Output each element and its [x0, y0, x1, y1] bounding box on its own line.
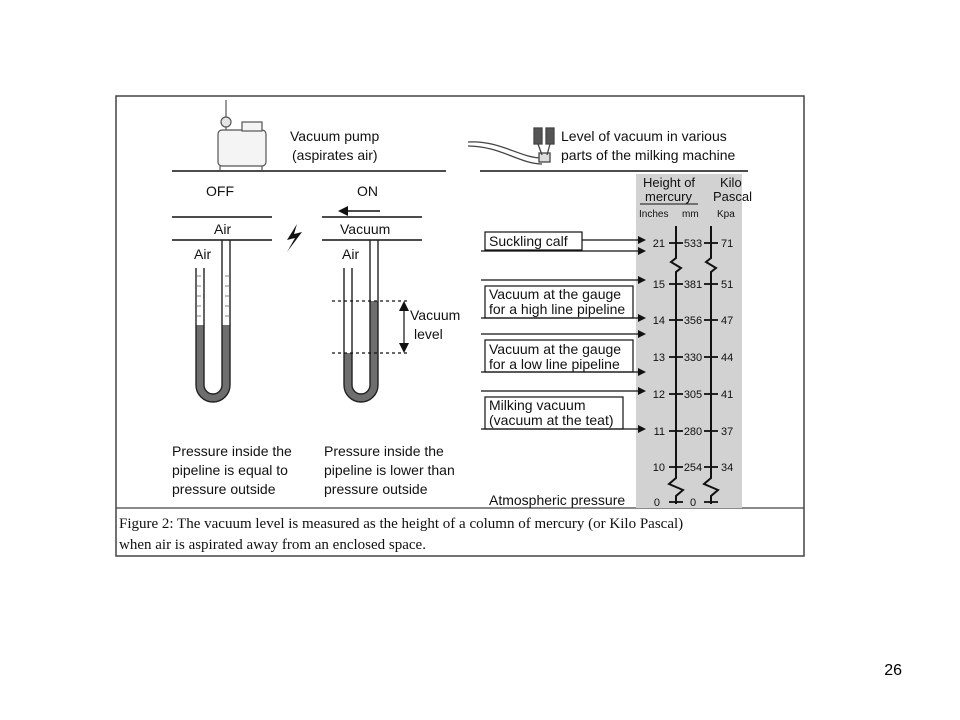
scale-row: 11 280 37	[654, 426, 734, 438]
page-number: 26	[884, 662, 902, 679]
off-caption-line3: pressure outside	[172, 481, 276, 497]
inches-value: 10	[653, 462, 665, 474]
milking-title-line2: parts of the milking machine	[561, 147, 736, 163]
off-pipe-label: Air	[214, 221, 231, 237]
arrow-icon	[582, 236, 646, 244]
arrow-icon	[481, 368, 646, 376]
suckling-calf-label: Suckling calf	[489, 233, 568, 249]
on-caption-line1: Pressure inside the	[324, 443, 444, 459]
atmospheric-pressure-label: Atmospheric pressure	[489, 492, 625, 508]
arrow-icon	[481, 425, 646, 433]
kpa-value: 41	[721, 389, 733, 401]
mercury-header-line2: mercury	[645, 189, 692, 204]
mm-value: 356	[684, 315, 702, 327]
kilo-header-line1: Kilo	[720, 175, 742, 190]
arrow-icon	[481, 276, 646, 284]
flow-arrow-icon	[338, 206, 380, 216]
vacuum-level-label-line2: level	[414, 326, 443, 342]
arrow-icon	[481, 247, 646, 255]
mm-value: 533	[684, 238, 702, 250]
kpa-axis	[702, 226, 720, 504]
figure-caption-line2: when air is aspirated away from an enclo…	[119, 537, 426, 553]
kpa-value: 34	[721, 462, 733, 474]
high-line-label-1: Vacuum at the gauge	[489, 286, 621, 302]
arrow-icon	[481, 330, 646, 338]
inches-value: 21	[653, 238, 665, 250]
pump-label-line2: (aspirates air)	[292, 147, 378, 163]
mm-value: 305	[684, 389, 702, 401]
low-line-label-1: Vacuum at the gauge	[489, 341, 621, 357]
milking-title-line1: Level of vacuum in various	[561, 128, 727, 144]
high-line-box	[484, 285, 634, 319]
scale-row: 14 356 47	[653, 315, 734, 327]
inches-value: 14	[653, 315, 665, 327]
kpa-value: 44	[721, 352, 733, 364]
kpa-value: 37	[721, 426, 733, 438]
low-line-label-2: for a low line pipeline	[489, 356, 620, 372]
off-tube-label: Air	[194, 246, 211, 262]
mercury-header-line1: Height of	[643, 175, 695, 190]
inches-value: 0	[654, 497, 660, 509]
mm-value: 330	[684, 352, 702, 364]
scale-panel	[636, 174, 742, 508]
scale-row: 13 330 44	[653, 352, 734, 364]
scale-row: 12 305 41	[653, 389, 734, 401]
kpa-value: 51	[721, 279, 733, 291]
mm-unit: mm	[682, 209, 699, 220]
on-pipe-label: Vacuum	[340, 221, 390, 237]
mm-value: 0	[690, 497, 696, 509]
inches-value: 11	[654, 426, 665, 438]
scale-row: 15 381 51	[653, 279, 734, 291]
inches-value: 12	[653, 389, 665, 401]
pump-label-line1: Vacuum pump	[290, 128, 379, 144]
kilo-header-line2: Pascal	[713, 189, 752, 204]
milking-vacuum-label-2: (vacuum at the teat)	[489, 412, 614, 428]
high-line-label-2: for a high line pipeline	[489, 301, 625, 317]
scale-row: 10 254 34	[653, 462, 734, 474]
scale-row: 0 0	[654, 497, 718, 509]
kpa-value: 71	[721, 238, 733, 250]
mm-value: 280	[684, 426, 702, 438]
inches-value: 15	[653, 279, 665, 291]
low-line-box	[484, 339, 634, 373]
vacuum-level-label-line1: Vacuum	[410, 307, 460, 323]
on-caption-line3: pressure outside	[324, 481, 428, 497]
scale-row: 21 533 71	[653, 238, 734, 250]
mercury-axis	[667, 226, 685, 504]
on-tube-label: Air	[342, 246, 359, 262]
on-caption-line2: pipeline is lower than	[324, 462, 455, 478]
mm-value: 254	[684, 462, 702, 474]
tube-off	[172, 216, 272, 403]
figure-caption-line1: Figure 2: The vacuum level is measured a…	[119, 516, 683, 532]
arrow-icon	[481, 314, 646, 322]
on-label: ON	[357, 183, 378, 199]
off-caption-line1: Pressure inside the	[172, 443, 292, 459]
arrow-icon	[481, 387, 646, 395]
milking-hose-icon	[467, 127, 555, 165]
suckling-calf-box	[484, 231, 583, 251]
kpa-unit: Kpa	[717, 209, 735, 220]
inches-value: 13	[653, 352, 665, 364]
milking-vacuum-label-1: Milking vacuum	[489, 397, 585, 413]
off-caption-line2: pipeline is equal to	[172, 462, 288, 478]
vacuum-pump-icon	[217, 100, 267, 170]
tube-on	[322, 216, 422, 403]
mm-value: 381	[684, 279, 702, 291]
inches-unit: Inches	[639, 209, 668, 220]
off-label: OFF	[206, 183, 234, 199]
kpa-value: 47	[721, 315, 733, 327]
lightning-icon	[287, 224, 302, 252]
